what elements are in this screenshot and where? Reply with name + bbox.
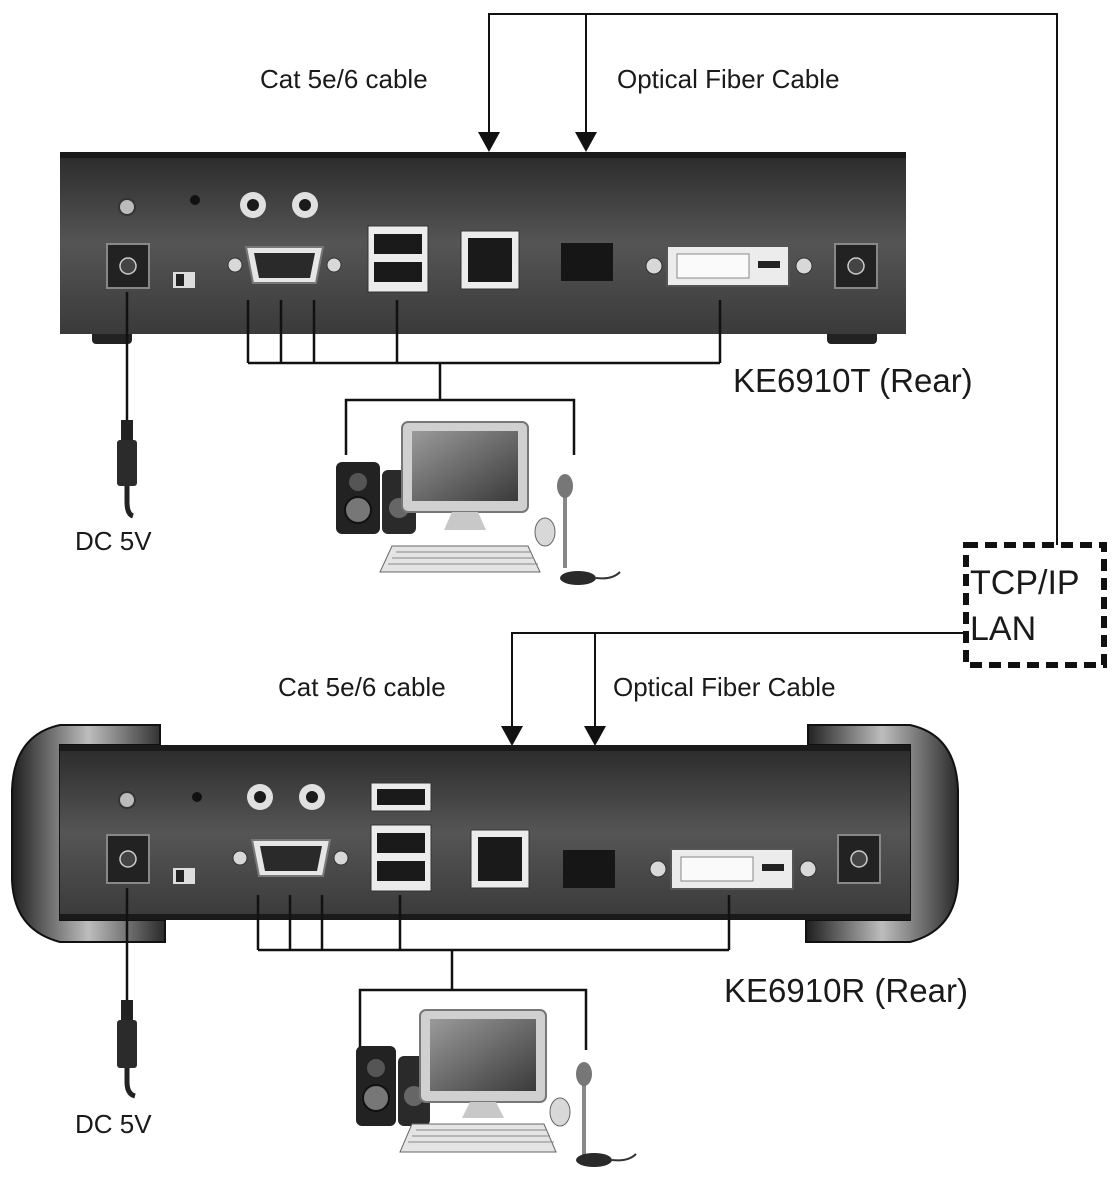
receiver-unit — [11, 724, 959, 943]
arrow-fiber-tx — [575, 132, 597, 152]
rx-cable-tree — [256, 895, 731, 1050]
rx-power-cord — [117, 888, 137, 1099]
rx-endcap-left — [11, 724, 166, 943]
rx-dvi-port — [649, 848, 817, 890]
rx-usb-port-single — [370, 782, 432, 812]
rx-sfp-port — [563, 850, 615, 888]
rx-mouse — [549, 1097, 571, 1127]
rx-computer-set — [356, 1009, 637, 1167]
rx-led — [192, 792, 202, 802]
tx-fiber-label: Optical Fiber Cable — [617, 64, 840, 94]
rx-rj45-port — [470, 829, 530, 889]
tx-rj45-port — [460, 230, 520, 290]
rx-keyboard — [399, 1123, 557, 1153]
lan-box — [963, 542, 1107, 668]
tx-dvi-port — [645, 245, 813, 287]
tx-serial-port — [227, 246, 342, 284]
arrow-cat-rx — [501, 726, 523, 746]
rx-power-label: DC 5V — [75, 1109, 152, 1139]
tx-cable-tree — [246, 300, 722, 455]
lan-label-line2: LAN — [970, 610, 1036, 648]
tx-cat-label: Cat 5e/6 cable — [260, 64, 428, 94]
tx-dc-jack-2 — [834, 243, 878, 289]
tx-power-label: DC 5V — [75, 526, 152, 556]
rx-dc-plug — [121, 1000, 133, 1022]
rx-serial-port — [232, 839, 349, 877]
tx-keyboard — [379, 545, 541, 573]
tx-sfp-port — [561, 243, 613, 281]
rx-endcap-right — [805, 724, 959, 943]
rx-model-label: KE6910R (Rear) — [724, 972, 968, 1009]
rx-cat-label: Cat 5e/6 cable — [278, 672, 446, 702]
network-lines-bottom — [511, 632, 966, 733]
arrow-cat-tx — [478, 132, 500, 152]
tx-mouse — [534, 517, 556, 547]
rx-usb-ports — [370, 824, 432, 892]
tx-dc-plug — [121, 420, 133, 442]
tx-power-cord — [117, 292, 137, 519]
transmitter-unit — [60, 152, 906, 344]
rx-fiber-label: Optical Fiber Cable — [613, 672, 836, 702]
tx-computer-set — [336, 421, 621, 585]
tx-model-label: KE6910T (Rear) — [733, 362, 973, 399]
network-lines-top — [488, 13, 1058, 545]
arrow-fiber-rx — [584, 726, 606, 746]
lan-label-line1: TCP/IP — [970, 564, 1080, 602]
tx-led — [190, 195, 200, 205]
rx-ground-screw — [118, 791, 136, 809]
tx-ground-screw — [118, 198, 136, 216]
tx-usb-ports — [367, 225, 429, 293]
